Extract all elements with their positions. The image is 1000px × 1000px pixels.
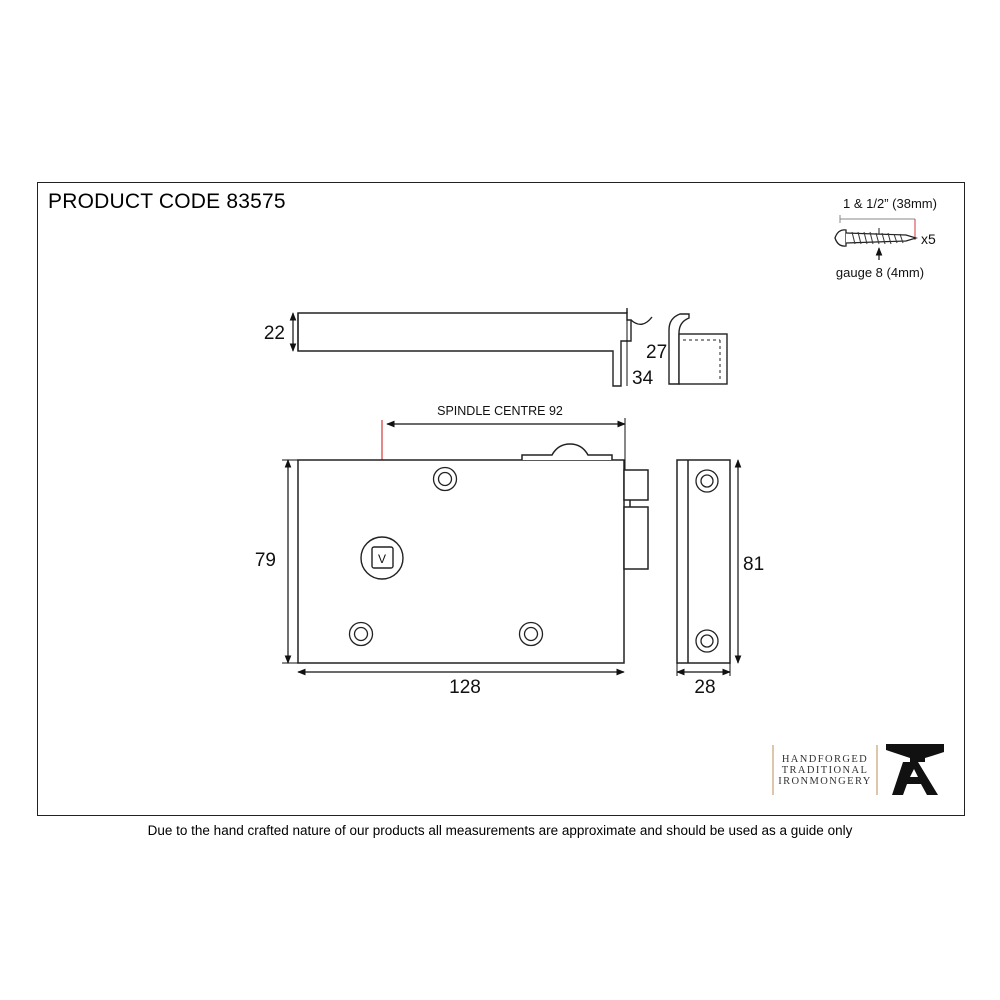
side-height-dimension: 81 — [734, 459, 764, 664]
screw-hole — [695, 469, 719, 493]
logo-line-1: HANDFORGED — [782, 754, 868, 765]
screw-icon — [834, 229, 919, 247]
lock-width-label: 128 — [449, 677, 481, 698]
brand-logo: HANDFORGED TRADITIONAL IRONMONGERY — [772, 744, 944, 795]
product-code-title: PRODUCT CODE 83575 — [48, 190, 286, 213]
screw-length-label: 1 & 1/2” (38mm) — [843, 196, 937, 211]
keep-depth-label: 34 — [632, 368, 654, 389]
lock-case — [297, 459, 625, 664]
keep-top-view — [297, 308, 653, 387]
screw-quantity: x5 — [921, 231, 936, 247]
keep-depth-dimension: 34 — [626, 310, 654, 389]
screw-hole — [348, 621, 374, 647]
logo-line-3: IRONMONGERY — [778, 776, 872, 787]
side-height-label: 81 — [743, 554, 764, 575]
keep-height-dimension: 22 — [264, 312, 297, 352]
spindle-follower — [360, 536, 404, 580]
screw-hole — [518, 621, 544, 647]
screw-hole — [432, 466, 458, 492]
side-depth-dimension: 28 — [676, 663, 731, 698]
screw-gauge-label: gauge 8 (4mm) — [836, 265, 924, 280]
screw-spec: 1 & 1/2” (38mm) x5 gauge 8 (4mm) — [834, 196, 937, 280]
anvil-icon — [886, 744, 944, 795]
dead-bolt — [623, 506, 649, 570]
snib-knob — [521, 443, 613, 460]
lock-side-view — [676, 459, 731, 664]
disclaimer-note: Due to the hand crafted nature of our pr… — [147, 823, 853, 838]
side-depth-label: 28 — [694, 677, 715, 698]
drawing-frame — [37, 182, 965, 816]
lock-height-dimension: 79 — [255, 459, 298, 664]
logo-line-2: TRADITIONAL — [782, 765, 869, 776]
latch-bolt — [623, 469, 649, 501]
keep-side-height-label: 27 — [646, 342, 667, 363]
spindle-centre-label: SPINDLE CENTRE 92 — [437, 404, 563, 418]
keep-side-view — [668, 313, 728, 385]
keep-height-label: 22 — [264, 323, 285, 344]
lock-width-dimension: 128 — [297, 668, 625, 698]
screw-hole — [695, 629, 719, 653]
spindle-mark: V — [378, 552, 386, 566]
lock-height-label: 79 — [255, 550, 276, 571]
